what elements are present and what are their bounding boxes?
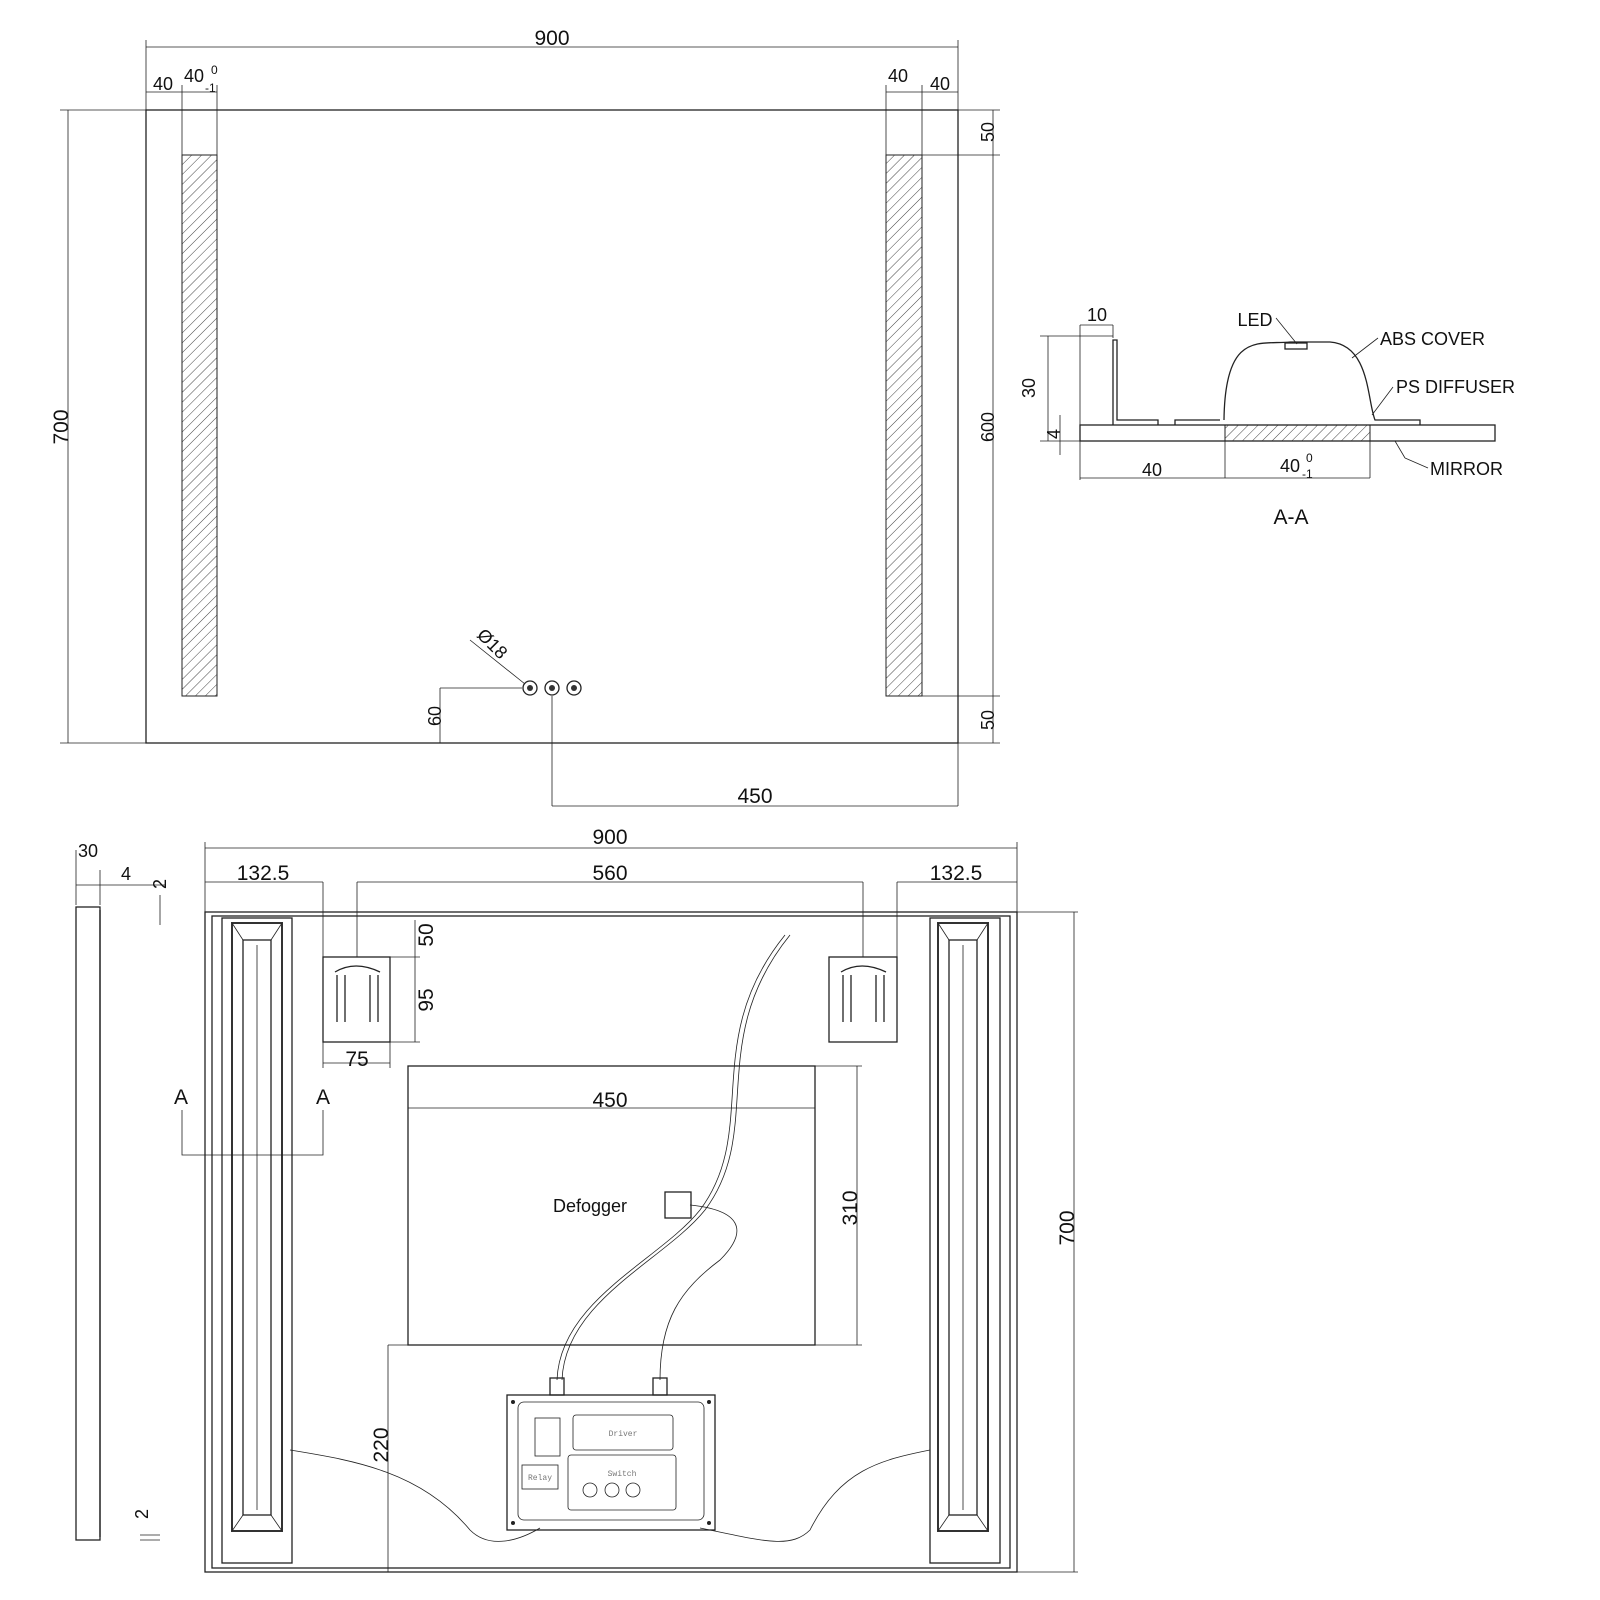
defogger-pad xyxy=(407,1065,816,1346)
back-view: 900 132.5 560 132.5 50 95 75 450 310 Def… xyxy=(174,826,1079,1573)
left-bracket xyxy=(322,956,391,1043)
dim-left-margin: 40 xyxy=(153,74,173,94)
dim-right-led-width: 40 xyxy=(888,66,908,86)
tol-upper: 0 xyxy=(211,63,218,77)
control-box: Driver Switch Relay xyxy=(506,1377,716,1531)
dim-gap-top: 2 xyxy=(150,879,170,889)
dim-led-width: 40 xyxy=(184,66,204,86)
mirror-outline xyxy=(145,109,959,744)
dim-back-width: 900 xyxy=(592,826,627,849)
dim-defogger-height: 310 xyxy=(839,1190,862,1225)
tol-upper: 0 xyxy=(1306,451,1313,465)
dim-defogger-width: 450 xyxy=(592,1089,627,1112)
dim-button-offset: 450 xyxy=(737,785,772,808)
label-mirror: MIRROR xyxy=(1430,459,1503,479)
driver-label: Driver xyxy=(609,1430,638,1439)
dim-button-diameter: Ø18 xyxy=(473,625,511,663)
section-a-a: 10 30 4 40 40 0 -1 LED ABS COVER PS DIFF… xyxy=(1019,305,1515,529)
touch-buttons xyxy=(522,680,582,696)
right-led-channel xyxy=(929,917,1001,1564)
front-view: 900 40 40 0 -1 40 40 700 50 600 50 Ø18 6… xyxy=(50,27,1000,808)
right-bracket xyxy=(828,956,898,1043)
led-zone-hatch xyxy=(1224,424,1371,442)
dim-flange: 10 xyxy=(1087,305,1107,325)
dim-height: 700 xyxy=(50,409,73,444)
defogger-label: Defogger xyxy=(553,1196,627,1216)
dim-edge: 40 xyxy=(1142,460,1162,480)
side-view: 30 4 2 2 xyxy=(75,841,170,1541)
dim-side-depth: 30 xyxy=(78,841,98,861)
left-led-channel xyxy=(221,917,293,1564)
section-title: A-A xyxy=(1273,506,1308,529)
dim-led-length: 600 xyxy=(978,412,998,442)
dim-gap-bottom: 2 xyxy=(132,1509,152,1519)
dim-bracket-height: 95 xyxy=(415,988,438,1011)
dim-left-offset: 132.5 xyxy=(237,862,290,885)
dim-top-offset: 50 xyxy=(978,122,998,142)
relay-label: Relay xyxy=(528,1474,552,1483)
section-mark-right: A xyxy=(316,1086,330,1109)
dim-right-margin: 40 xyxy=(930,74,950,94)
dim-button-height: 60 xyxy=(425,706,445,726)
left-led-strip xyxy=(181,154,218,697)
dim-bracket-width: 75 xyxy=(345,1048,368,1071)
dim-right-offset: 132.5 xyxy=(930,862,983,885)
dim-bottom-offset: 50 xyxy=(978,710,998,730)
dim-back-height: 700 xyxy=(1056,1210,1079,1245)
dim-box-height: 220 xyxy=(370,1427,393,1462)
label-ps-diffuser: PS DIFFUSER xyxy=(1396,377,1515,397)
tol-lower: -1 xyxy=(1302,467,1313,481)
dim-mirror-thk: 4 xyxy=(1044,429,1064,439)
label-abs-cover: ABS COVER xyxy=(1380,329,1485,349)
section-mark-left: A xyxy=(174,1086,188,1109)
dim-bracket-spacing: 560 xyxy=(592,862,627,885)
dim-led-zone: 40 xyxy=(1280,456,1300,476)
dim-depth: 30 xyxy=(1019,378,1039,398)
right-led-strip xyxy=(885,154,923,697)
tol-lower: -1 xyxy=(205,81,216,95)
switch-label: Switch xyxy=(608,1470,637,1479)
defogger-connector xyxy=(664,1191,692,1219)
dim-side-mirror: 4 xyxy=(121,864,131,884)
dim-width: 900 xyxy=(534,27,569,50)
dim-bracket-top: 50 xyxy=(415,923,438,946)
label-led: LED xyxy=(1237,310,1272,330)
